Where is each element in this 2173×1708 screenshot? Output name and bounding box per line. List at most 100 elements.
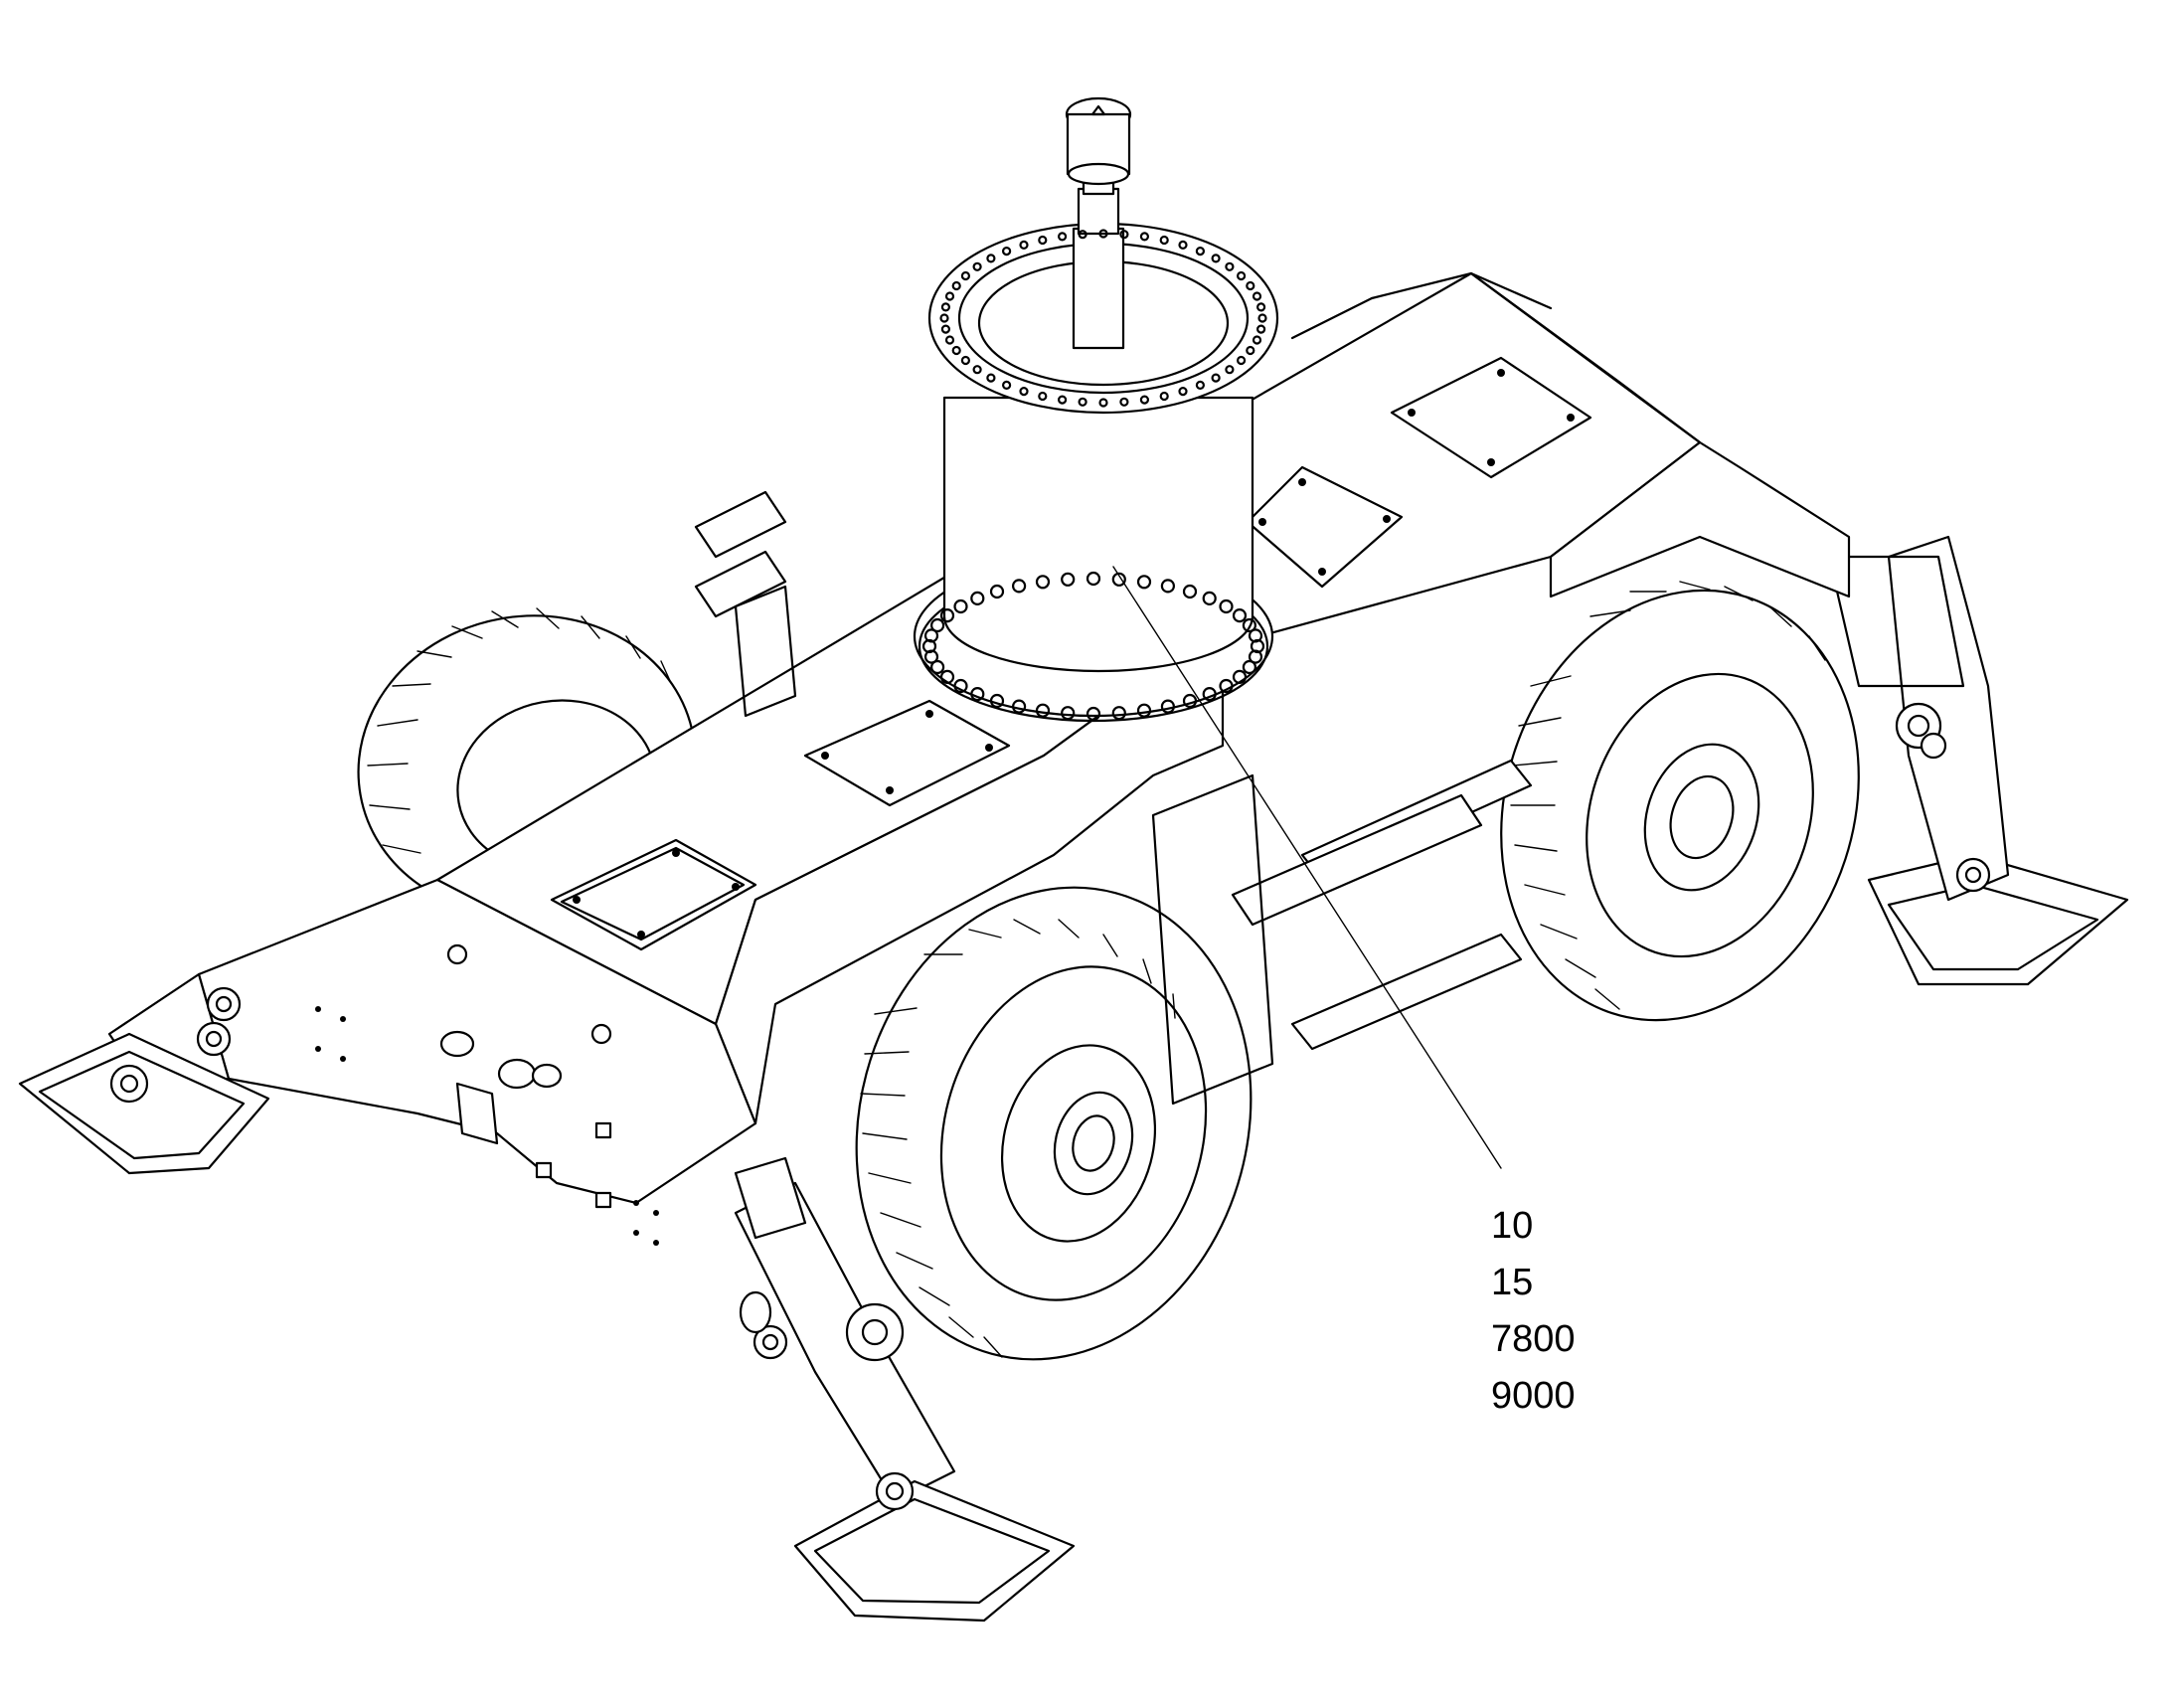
bolt-hole [1136,575,1152,590]
bolt-hole [972,261,982,271]
bolt-hole [1232,669,1248,685]
bolt-hole [1086,571,1101,587]
bolt-hole [1232,607,1248,623]
bolt-hole [1202,686,1217,702]
bolt-hole [1011,579,1027,594]
bolt-hole [1086,706,1101,722]
bolt-hole [1246,345,1255,356]
bolt-hole [1248,649,1263,664]
bolt-hole [1202,591,1217,606]
bolt-hole [1159,235,1169,246]
bolt-hole [1211,373,1221,383]
bolt-hole [1019,240,1029,250]
bolt-hole [1236,355,1247,366]
bolt-hole [1119,230,1129,240]
bolt-hole [951,345,961,356]
bolt-hole [1236,270,1247,281]
slewing-ring-assembly [913,96,1279,723]
bolt-hole [1078,230,1087,240]
outrigger-rear-right [1827,535,2129,986]
bolt-hole [1242,617,1257,633]
bolt-hole [1252,335,1262,345]
bolt-hole [1139,395,1150,405]
bolt-hole [1057,232,1068,242]
leader-line [1112,566,1502,1169]
callout: 10 15 7800 9000 [1112,566,1576,1417]
wheel-rear-right [1500,581,1860,1022]
bolt-hole [944,335,955,345]
bolt-hole [1159,391,1169,402]
bolt-hole [1225,261,1235,271]
bolt-hole [1136,703,1152,718]
bolt-hole [960,355,971,366]
outrigger-front-right [734,1156,1076,1623]
bolt-hole [929,659,945,675]
bolt-hole [1178,240,1188,250]
bolt-hole [1011,699,1027,714]
bolt-hole [1035,575,1051,590]
bolt-hole [1119,397,1129,407]
bolt-hole [989,693,1005,709]
bolt-hole [1098,229,1108,239]
bolt-hole [960,270,971,281]
bolt-hole [989,584,1005,599]
callout-label-1: 10 [1491,1205,1533,1247]
bolt-hole [940,324,951,334]
bolt-hole [1242,659,1257,675]
bolt-hole [1019,387,1029,397]
access-steps [694,490,1533,1106]
bolt-hole [1211,254,1221,263]
bolt-hole [1111,706,1126,721]
bolt-hole [1057,395,1068,405]
bolt-hole [1139,232,1150,242]
bolt-hole [1182,693,1198,709]
bolt-hole [1038,235,1048,246]
bolt-hole [953,598,968,614]
bolt-hole [986,373,996,383]
bolt-hole [953,678,968,694]
bolt-hole [1255,302,1266,312]
bolt-hole [1248,628,1263,643]
bolt-hole [923,628,939,643]
bolt-hole [1160,699,1176,714]
callout-label-4: 9000 [1491,1375,1576,1417]
callout-label-2: 15 [1491,1262,1533,1303]
bolt-hole [1160,579,1176,594]
bolt-hole [1098,398,1108,408]
bolt-hole [1111,572,1126,587]
bolt-hole [972,365,982,375]
bolt-hole [939,607,955,623]
bolt-hole [951,280,961,291]
bolt-hole [1001,380,1012,390]
bolt-hole [1219,678,1234,694]
bolt-hole [939,669,955,685]
bolt-hole [986,254,996,263]
bolt-hole [1257,313,1267,323]
bolt-hole [1225,365,1235,375]
bolt-hole [1255,324,1266,334]
bolt-hole [1061,572,1076,587]
bolt-hole [1219,598,1234,614]
bolt-hole [1061,706,1076,721]
bolt-hole [1182,584,1198,599]
bolt-hole [1246,280,1255,291]
bolt-hole [1035,703,1051,718]
wheel-front-right [855,886,1253,1361]
bolt-hole [970,591,985,606]
bolt-hole [1001,247,1012,256]
outrigger-front-left [18,972,270,1175]
bolt-hole [1252,291,1262,301]
bolt-hole [944,291,955,301]
bolt-hole [1195,247,1206,256]
bolt-hole [940,302,951,312]
bolt-hole [1078,397,1087,407]
bolt-hole [1178,387,1188,397]
callout-label-3: 7800 [1491,1318,1576,1360]
bolt-hole [1038,391,1048,402]
bolt-hole [929,617,945,633]
bolt-hole [1195,380,1206,390]
bolt-hole [970,686,985,702]
bolt-hole [939,313,949,323]
